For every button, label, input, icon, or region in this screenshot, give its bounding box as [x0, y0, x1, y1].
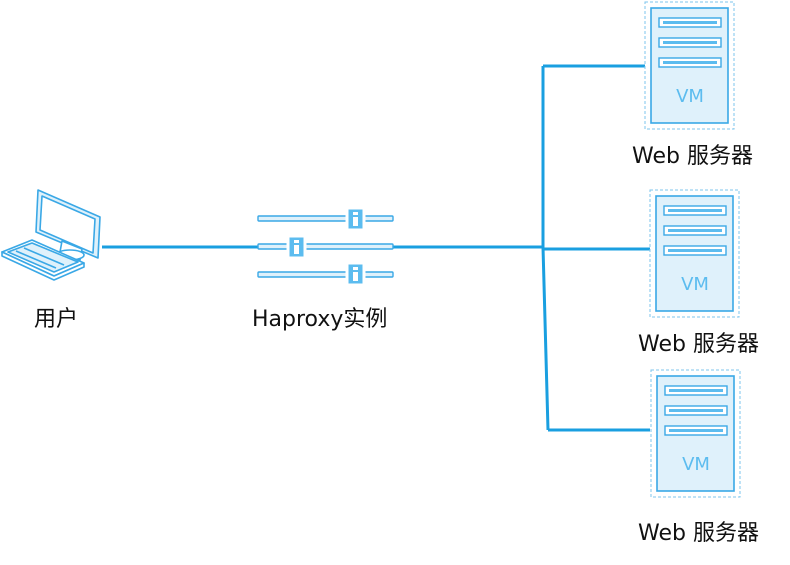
- server-rack-icon: VM: [644, 1, 735, 130]
- connection-lines: [102, 64, 650, 432]
- balancer-track-3: [257, 271, 394, 278]
- load-balancer-icon: [257, 206, 394, 287]
- vm-label: VM: [682, 454, 710, 475]
- haproxy-label: Haproxy实例: [252, 307, 388, 332]
- web-server-label: Web 服务器: [638, 332, 759, 357]
- user-label: 用户: [34, 307, 79, 332]
- server-rack-icon: VM: [649, 189, 740, 318]
- server-rack-icon: VM: [650, 369, 741, 498]
- web-server-label: Web 服务器: [632, 144, 753, 169]
- web-server-label: Web 服务器: [638, 521, 759, 546]
- vm-label: VM: [681, 274, 709, 295]
- balancer-track-2: [257, 243, 394, 250]
- vertical-bus-line: [541, 66, 550, 431]
- balancer-track-1: [257, 215, 394, 222]
- vm-label: VM: [676, 86, 704, 107]
- desktop-computer-icon: [1, 189, 101, 281]
